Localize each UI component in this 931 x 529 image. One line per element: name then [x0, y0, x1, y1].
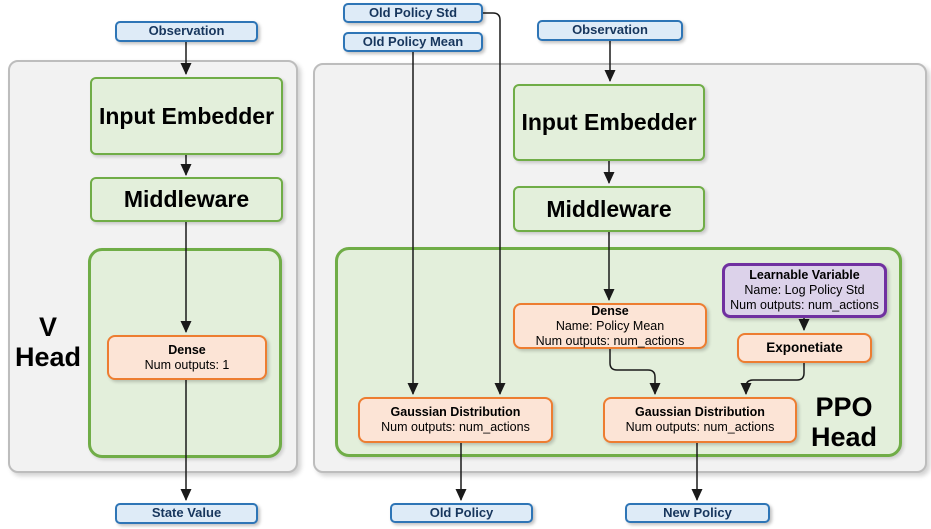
v-input-embedder-box: Input Embedder	[90, 77, 283, 155]
learnable-variable-num-outputs: Num outputs: num_actions	[730, 298, 879, 312]
v-dense-box: Dense Num outputs: 1	[107, 335, 267, 380]
ppo-middleware-box: Middleware	[513, 186, 705, 232]
exponetiate-box: Exponetiate	[737, 333, 872, 363]
v-dense-title: Dense	[168, 342, 206, 357]
v-middleware-box: Middleware	[90, 177, 283, 222]
policy-mean-dense-title: Dense	[591, 303, 629, 318]
v-head-title-line2: Head	[14, 342, 82, 372]
gaussian-old-title: Gaussian Distribution	[390, 405, 521, 419]
learnable-variable-box: Learnable Variable Name: Log Policy Std …	[722, 263, 887, 318]
v-dense-num-outputs: Num outputs: 1	[144, 357, 230, 372]
gaussian-distribution-old-box: Gaussian Distribution Num outputs: num_a…	[358, 397, 553, 443]
v-observation-box: Observation	[115, 21, 258, 42]
old-policy-mean-box: Old Policy Mean	[343, 32, 483, 52]
old-policy-box: Old Policy	[390, 503, 533, 523]
v-head-title: V Head	[8, 312, 88, 372]
old-policy-std-box: Old Policy Std	[343, 3, 483, 23]
gaussian-old-num-outputs: Num outputs: num_actions	[381, 420, 530, 434]
learnable-variable-title: Learnable Variable	[749, 268, 860, 282]
gaussian-new-num-outputs: Num outputs: num_actions	[625, 420, 775, 434]
new-policy-box: New Policy	[625, 503, 770, 523]
policy-mean-dense-name: Name: Policy Mean	[555, 318, 665, 333]
ppo-head-title: PPO Head	[794, 392, 894, 452]
ppo-input-embedder-box: Input Embedder	[513, 84, 705, 161]
policy-mean-dense-box: Dense Name: Policy Mean Num outputs: num…	[513, 303, 707, 349]
policy-mean-dense-num-outputs: Num outputs: num_actions	[535, 333, 685, 348]
gaussian-distribution-new-box: Gaussian Distribution Num outputs: num_a…	[603, 397, 797, 443]
learnable-variable-name: Name: Log Policy Std	[744, 283, 865, 297]
ppo-observation-box: Observation	[537, 20, 683, 41]
gaussian-new-title: Gaussian Distribution	[635, 405, 765, 419]
v-head-title-line1: V	[38, 312, 57, 342]
ppo-head-title-line2: Head	[810, 422, 878, 452]
ppo-head-title-line1: PPO	[815, 392, 873, 422]
state-value-box: State Value	[115, 503, 258, 524]
